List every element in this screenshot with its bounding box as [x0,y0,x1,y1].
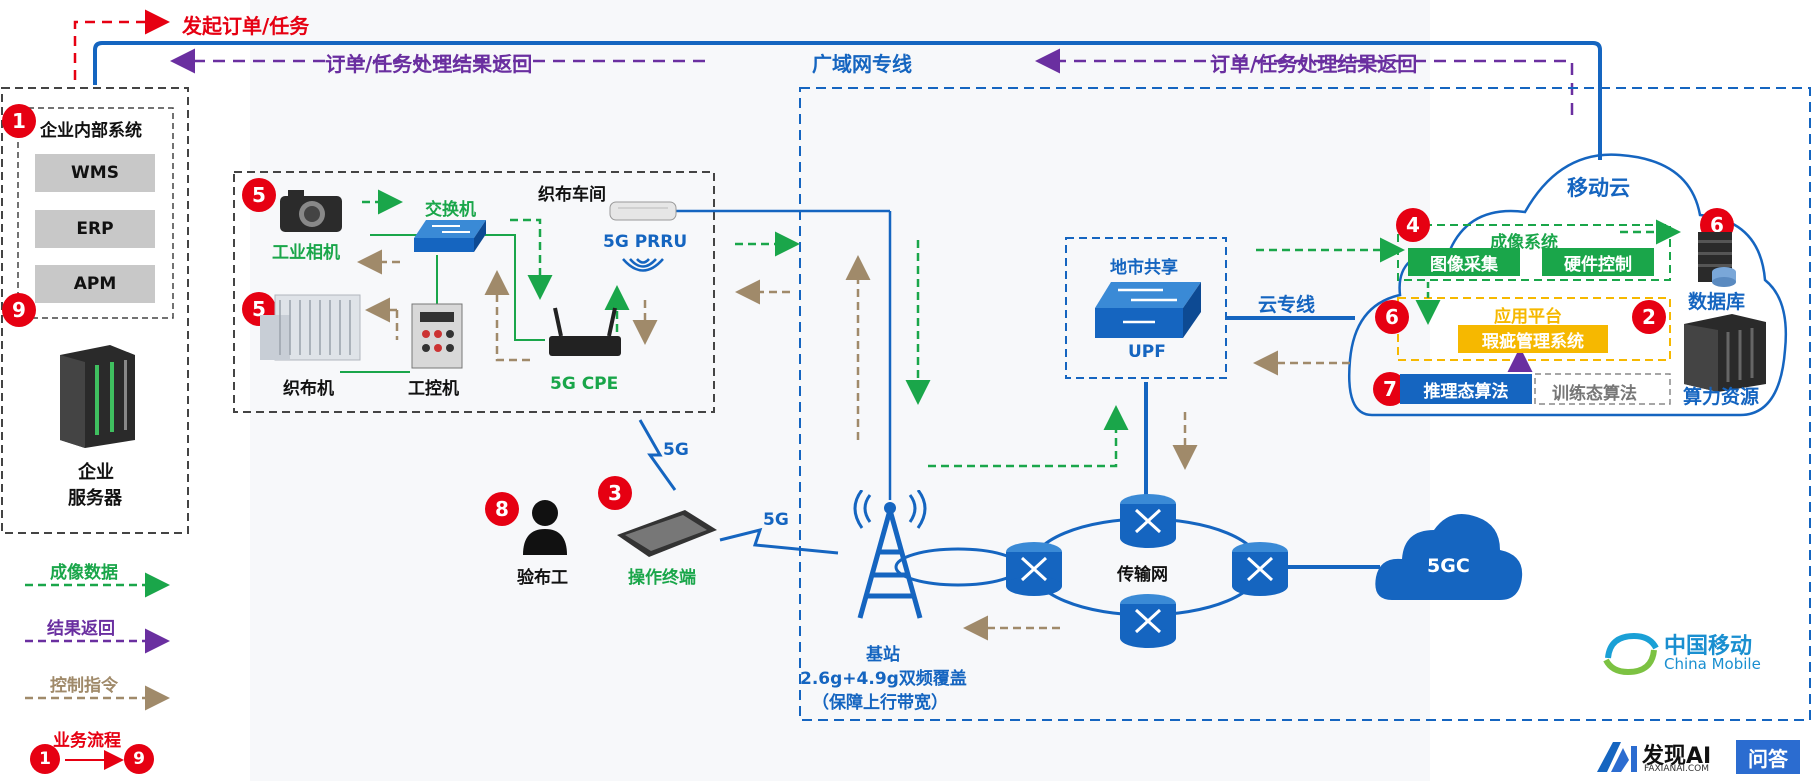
prru-icon [609,201,677,221]
database-icon [1698,232,1736,287]
initiate-order-label: 发起订单/任务 [182,14,310,38]
legend-business-flow: 业务流程 [53,731,121,751]
step-badge-3: 3 [598,476,632,510]
erp-system[interactable]: ERP [35,210,155,248]
router-icon-top [1120,494,1176,548]
prru-label: 5G PRRU [603,232,688,252]
legend-flow-end-badge: 9 [124,744,154,774]
faxian-url-label: FAXIANAI.COM [1644,764,1710,774]
upf-switch-icon [1095,282,1201,338]
tablet-icon [617,510,717,557]
loom-icon [260,294,361,361]
wenda-badge[interactable]: 问答 [1736,740,1800,774]
legend-control-cmd: 控制指令 [50,676,118,696]
internal-system-title: 企业内部系统 [40,121,142,141]
terminal-label: 操作终端 [628,568,696,588]
worker-icon [523,500,567,555]
base-station-label: 基站 [866,645,900,665]
server-label-2: 服务器 [68,488,122,509]
step-badge-8: 8 [485,492,519,526]
defect-mgmt-block[interactable]: 瑕疵管理系统 [1458,325,1608,353]
wan-line-label: 广域网专线 [812,52,912,76]
five-g-label-2: 5G [763,510,789,530]
router-icon-right [1232,542,1288,596]
router-icon-left [1006,542,1062,596]
transport-label: 传输网 [1117,565,1168,585]
core-cloud-icon [1375,513,1523,600]
router-icon-bottom [1120,594,1176,648]
step-badge-6a: 6 [1375,300,1409,334]
server-label-1: 企业 [78,462,114,483]
base-station-desc-2: （保障上行带宽） [812,693,948,713]
switch-label: 交换机 [425,200,476,220]
wms-system[interactable]: WMS [35,154,155,192]
faxian-ai-logo-icon [1597,742,1637,772]
result-return-label-left: 订单/任务处理结果返回 [325,52,533,76]
hardware-control-block[interactable]: 硬件控制 [1542,248,1654,276]
step-badge-9: 9 [2,293,36,327]
step-badge-5a: 5 [242,178,276,212]
inference-algo-block[interactable]: 推理态算法 [1400,374,1532,404]
base-station-icon [853,490,927,619]
app-platform-label: 应用平台 [1494,307,1562,327]
china-mobile-en: China Mobile [1664,655,1761,673]
core-label: 5GC [1427,555,1470,577]
legend-imaging-data: 成像数据 [50,563,118,583]
five-g-label-1: 5G [663,440,689,460]
switch-icon [414,220,486,252]
wifi-signal-icon [622,258,664,272]
inspector-label: 验布工 [517,568,568,588]
cloud-line-label: 云专线 [1258,294,1316,316]
ipc-label: 工控机 [408,379,459,399]
camera-icon [280,190,342,232]
database-label: 数据库 [1688,291,1746,313]
cpe-router-icon [549,307,621,356]
city-share-label: 地市共享 [1110,258,1178,278]
legend-result-return: 结果返回 [47,619,115,639]
loom-label: 织布机 [283,379,334,399]
compute-label: 算力资源 [1683,386,1760,408]
camera-label: 工业相机 [272,243,340,263]
base-station-desc-1: 2.6g+4.9g双频覆盖 [800,669,967,689]
training-algo-label: 训练态算法 [1552,384,1637,404]
enterprise-server-icon [60,345,135,448]
step-badge-2: 2 [1632,300,1666,334]
upf-label: UPF [1128,342,1166,362]
workshop-title: 织布车间 [538,185,606,205]
step-badge-1: 1 [2,104,36,138]
result-return-label-right: 订单/任务处理结果返回 [1210,52,1418,76]
step-badge-5b: 5 [242,292,276,326]
apm-system[interactable]: APM [35,265,155,303]
cloud-title: 移动云 [1567,176,1630,200]
cpe-label: 5G CPE [550,374,619,394]
china-mobile-logo-icon [1603,632,1659,676]
china-mobile-cn: 中国移动 [1664,634,1753,659]
faxian-ai-label: 发现AI [1642,744,1712,769]
compute-server-icon [1684,314,1766,392]
image-capture-block[interactable]: 图像采集 [1408,248,1520,276]
legend-flow-start-badge: 1 [30,744,60,774]
industrial-pc-icon [411,303,463,369]
step-badge-4: 4 [1396,208,1430,242]
